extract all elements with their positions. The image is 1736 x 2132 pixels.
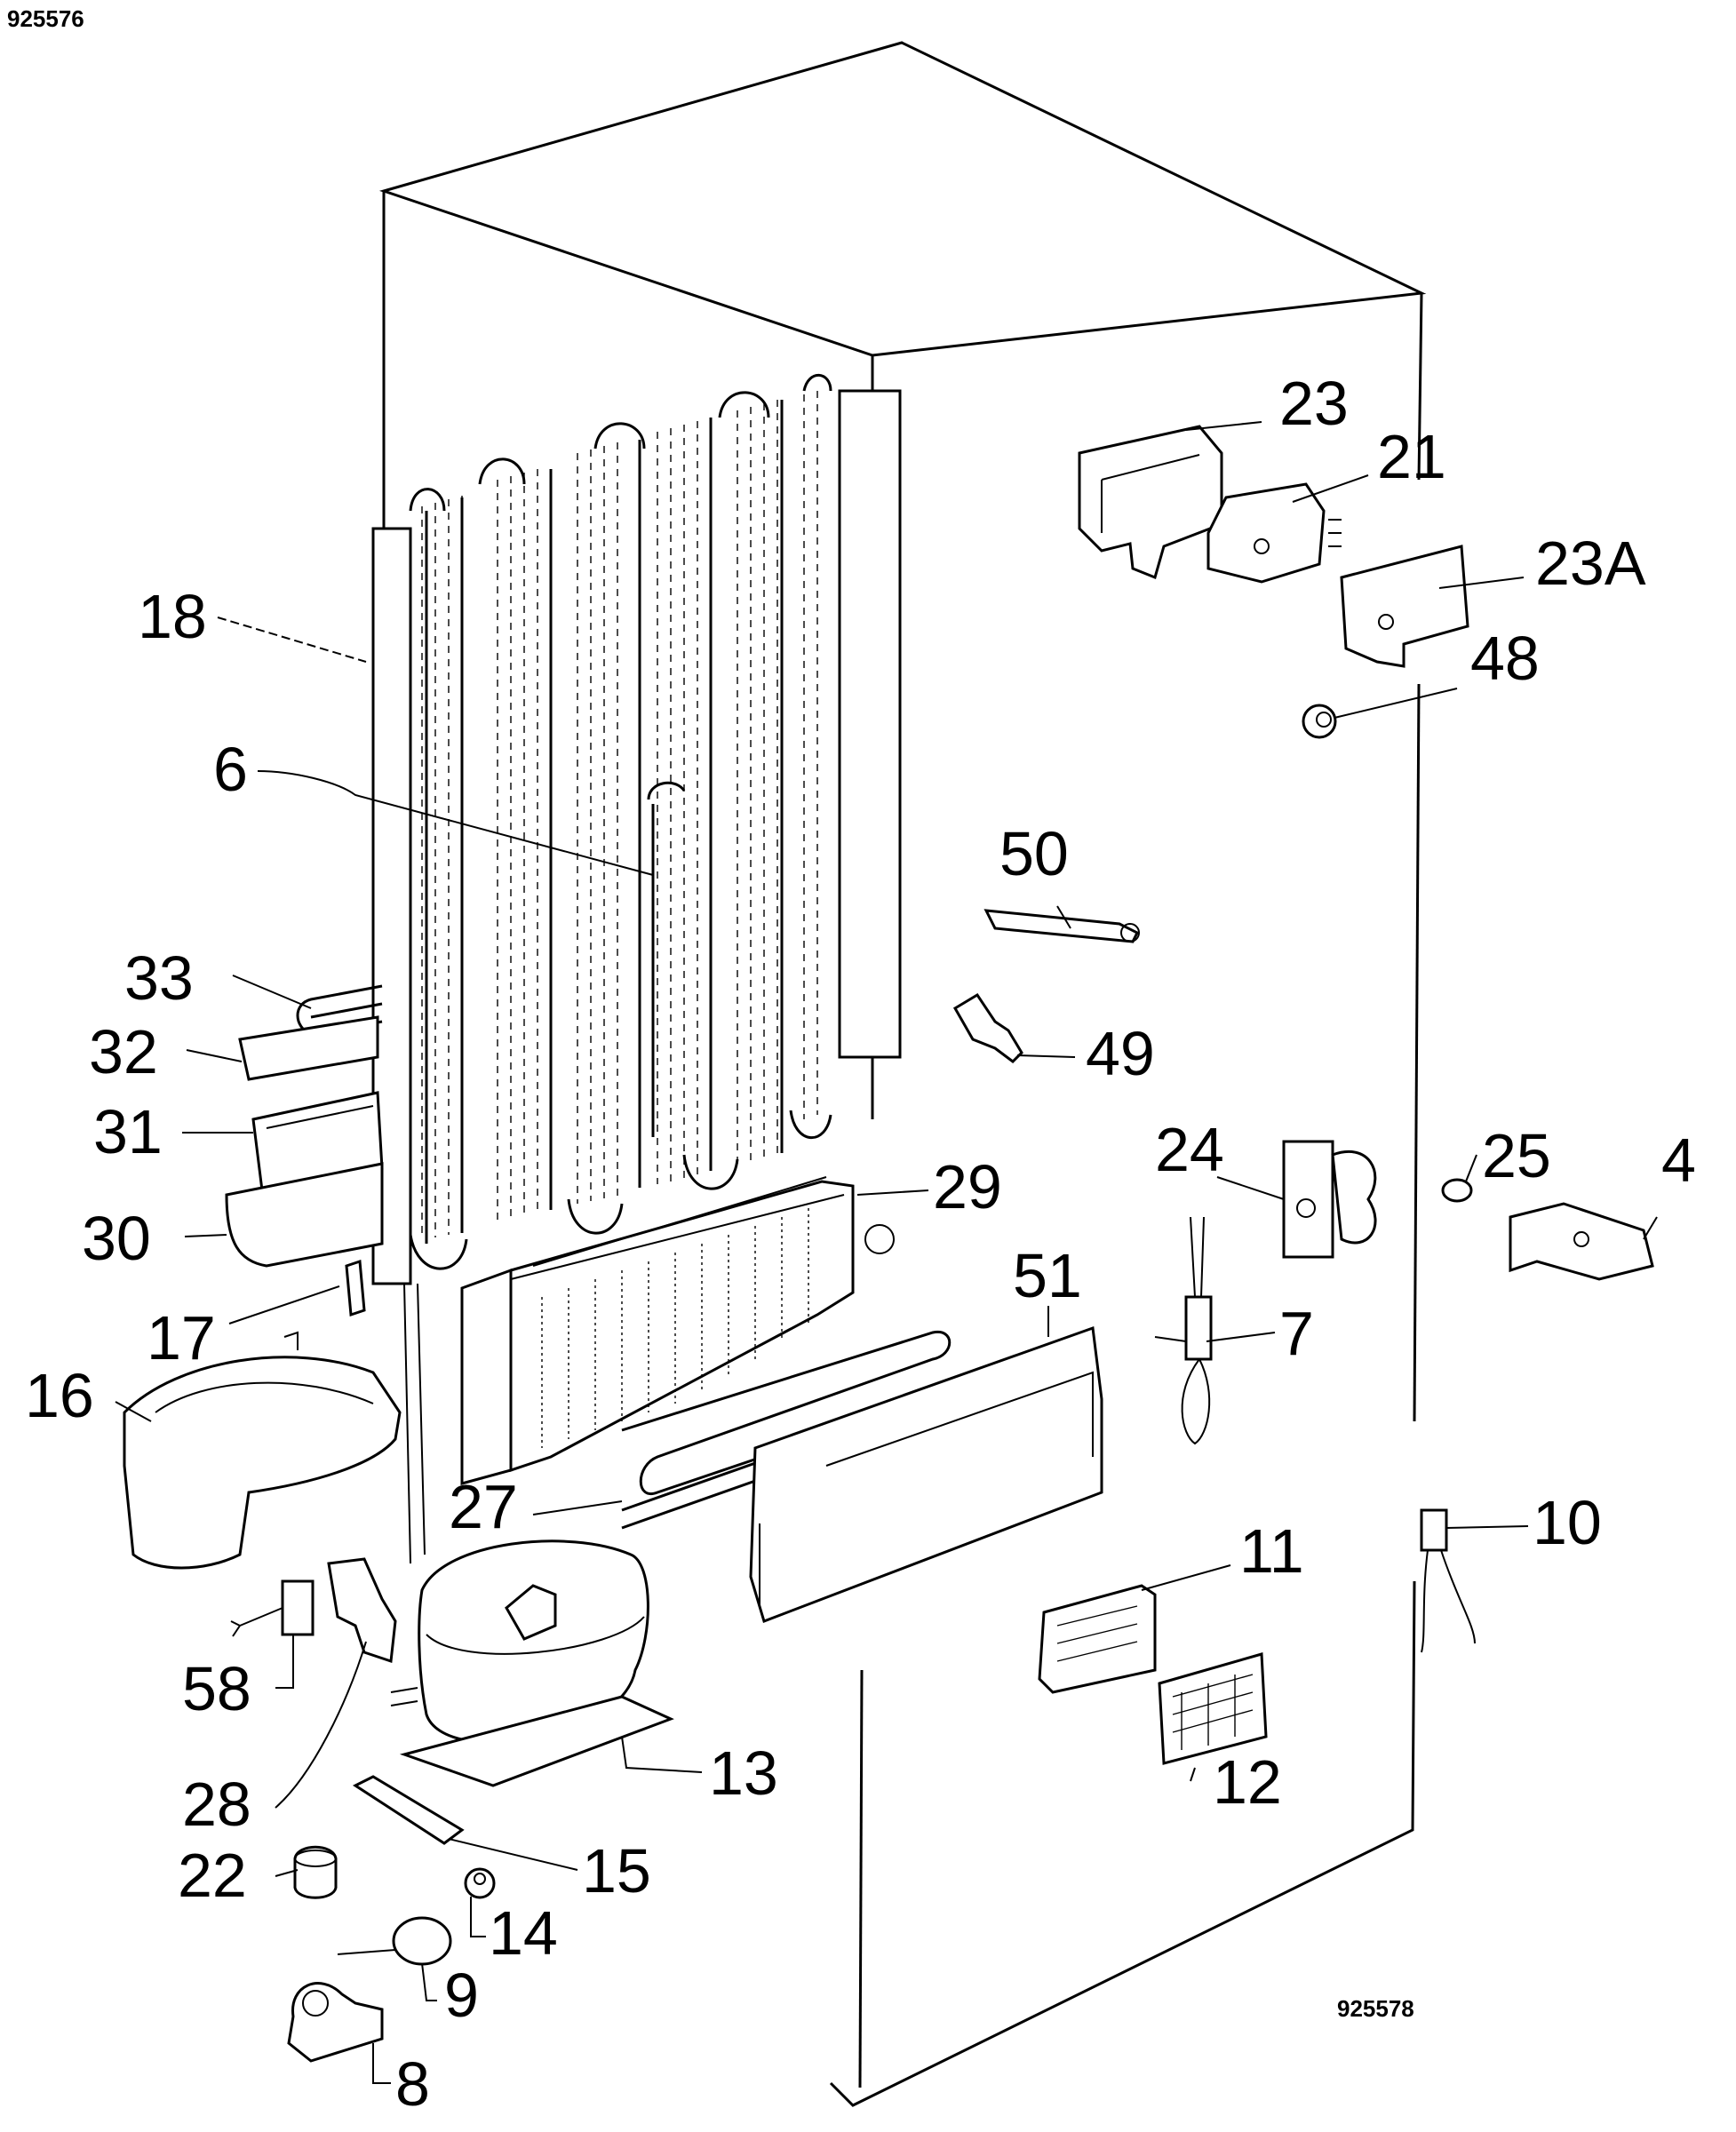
mounting-plate <box>352 1775 465 1845</box>
overload-protector <box>337 1916 452 1966</box>
callout-15: 15 <box>582 1836 651 1905</box>
fan-motor <box>1282 1140 1377 1259</box>
callout-8: 8 <box>395 2049 430 2119</box>
callout-49: 49 <box>1086 1019 1155 1088</box>
rubber-grommet-small <box>464 1867 496 1899</box>
lamp-holder <box>952 992 1023 1063</box>
thermostat <box>1206 482 1342 584</box>
callout-7: 7 <box>1279 1299 1314 1368</box>
callout-18: 18 <box>138 582 207 651</box>
callout-4: 4 <box>1661 1126 1696 1195</box>
condenser <box>371 373 902 1564</box>
callout-9: 9 <box>444 1961 479 2030</box>
rubber-bushing <box>1441 1178 1473 1203</box>
callout-23: 23 <box>1279 369 1349 438</box>
thermostat-housing <box>1078 425 1223 580</box>
small-valve <box>345 1259 366 1317</box>
callout-16: 16 <box>25 1361 94 1430</box>
callout-12: 12 <box>1213 1747 1282 1817</box>
callout-25: 25 <box>1482 1121 1551 1190</box>
mounting-bracket <box>1509 1202 1654 1281</box>
callout-28: 28 <box>182 1770 251 1839</box>
callout-31: 31 <box>93 1097 163 1166</box>
callout-23a: 23A <box>1535 529 1646 598</box>
drip-tray-outer <box>225 1162 384 1268</box>
callout-labels: 23 21 23A 48 18 6 50 49 33 32 31 30 24 2… <box>25 369 1696 2119</box>
callout-17: 17 <box>147 1303 216 1372</box>
relay-bracket <box>327 1557 397 1664</box>
rubber-grommet-large <box>293 1845 338 1899</box>
starter-capacitor <box>230 1579 315 1637</box>
callout-27: 27 <box>449 1472 518 1541</box>
callout-14: 14 <box>489 1898 558 1968</box>
callout-30: 30 <box>82 1204 151 1273</box>
callout-21: 21 <box>1377 422 1446 491</box>
callout-29: 29 <box>933 1152 1002 1221</box>
callout-11: 11 <box>1239 1516 1304 1586</box>
callout-32: 32 <box>89 1017 158 1086</box>
control-board <box>1158 1652 1268 1765</box>
drawing-code-top: 925576 <box>7 5 84 32</box>
thermostat-cover <box>1340 545 1469 668</box>
callout-24: 24 <box>1155 1115 1224 1184</box>
insulation-strip <box>749 1325 1103 1623</box>
evaporation-tray <box>123 1331 402 1570</box>
thermostat-knob <box>1302 704 1337 739</box>
callout-10: 10 <box>1533 1488 1602 1557</box>
callout-48: 48 <box>1470 624 1540 693</box>
callout-50: 50 <box>999 819 1069 888</box>
callout-58: 58 <box>182 1654 251 1723</box>
drip-tray-insulation <box>238 1015 379 1081</box>
callout-6: 6 <box>213 735 248 804</box>
callout-33: 33 <box>124 943 194 1013</box>
terminal-cover <box>287 1982 384 2063</box>
drawing-code-bottom: 925578 <box>1337 1995 1414 2022</box>
defrost-sensor <box>1154 1216 1213 1445</box>
evaporator-block <box>460 1176 895 1485</box>
control-board-cover <box>1038 1584 1157 1694</box>
callout-51: 51 <box>1013 1241 1082 1310</box>
leader-lines <box>115 421 1658 2084</box>
door-switch <box>1420 1508 1476 1653</box>
compressor <box>390 1539 674 1787</box>
callout-13: 13 <box>709 1738 778 1808</box>
cable-clip <box>983 909 1140 943</box>
callout-22: 22 <box>178 1841 247 1910</box>
